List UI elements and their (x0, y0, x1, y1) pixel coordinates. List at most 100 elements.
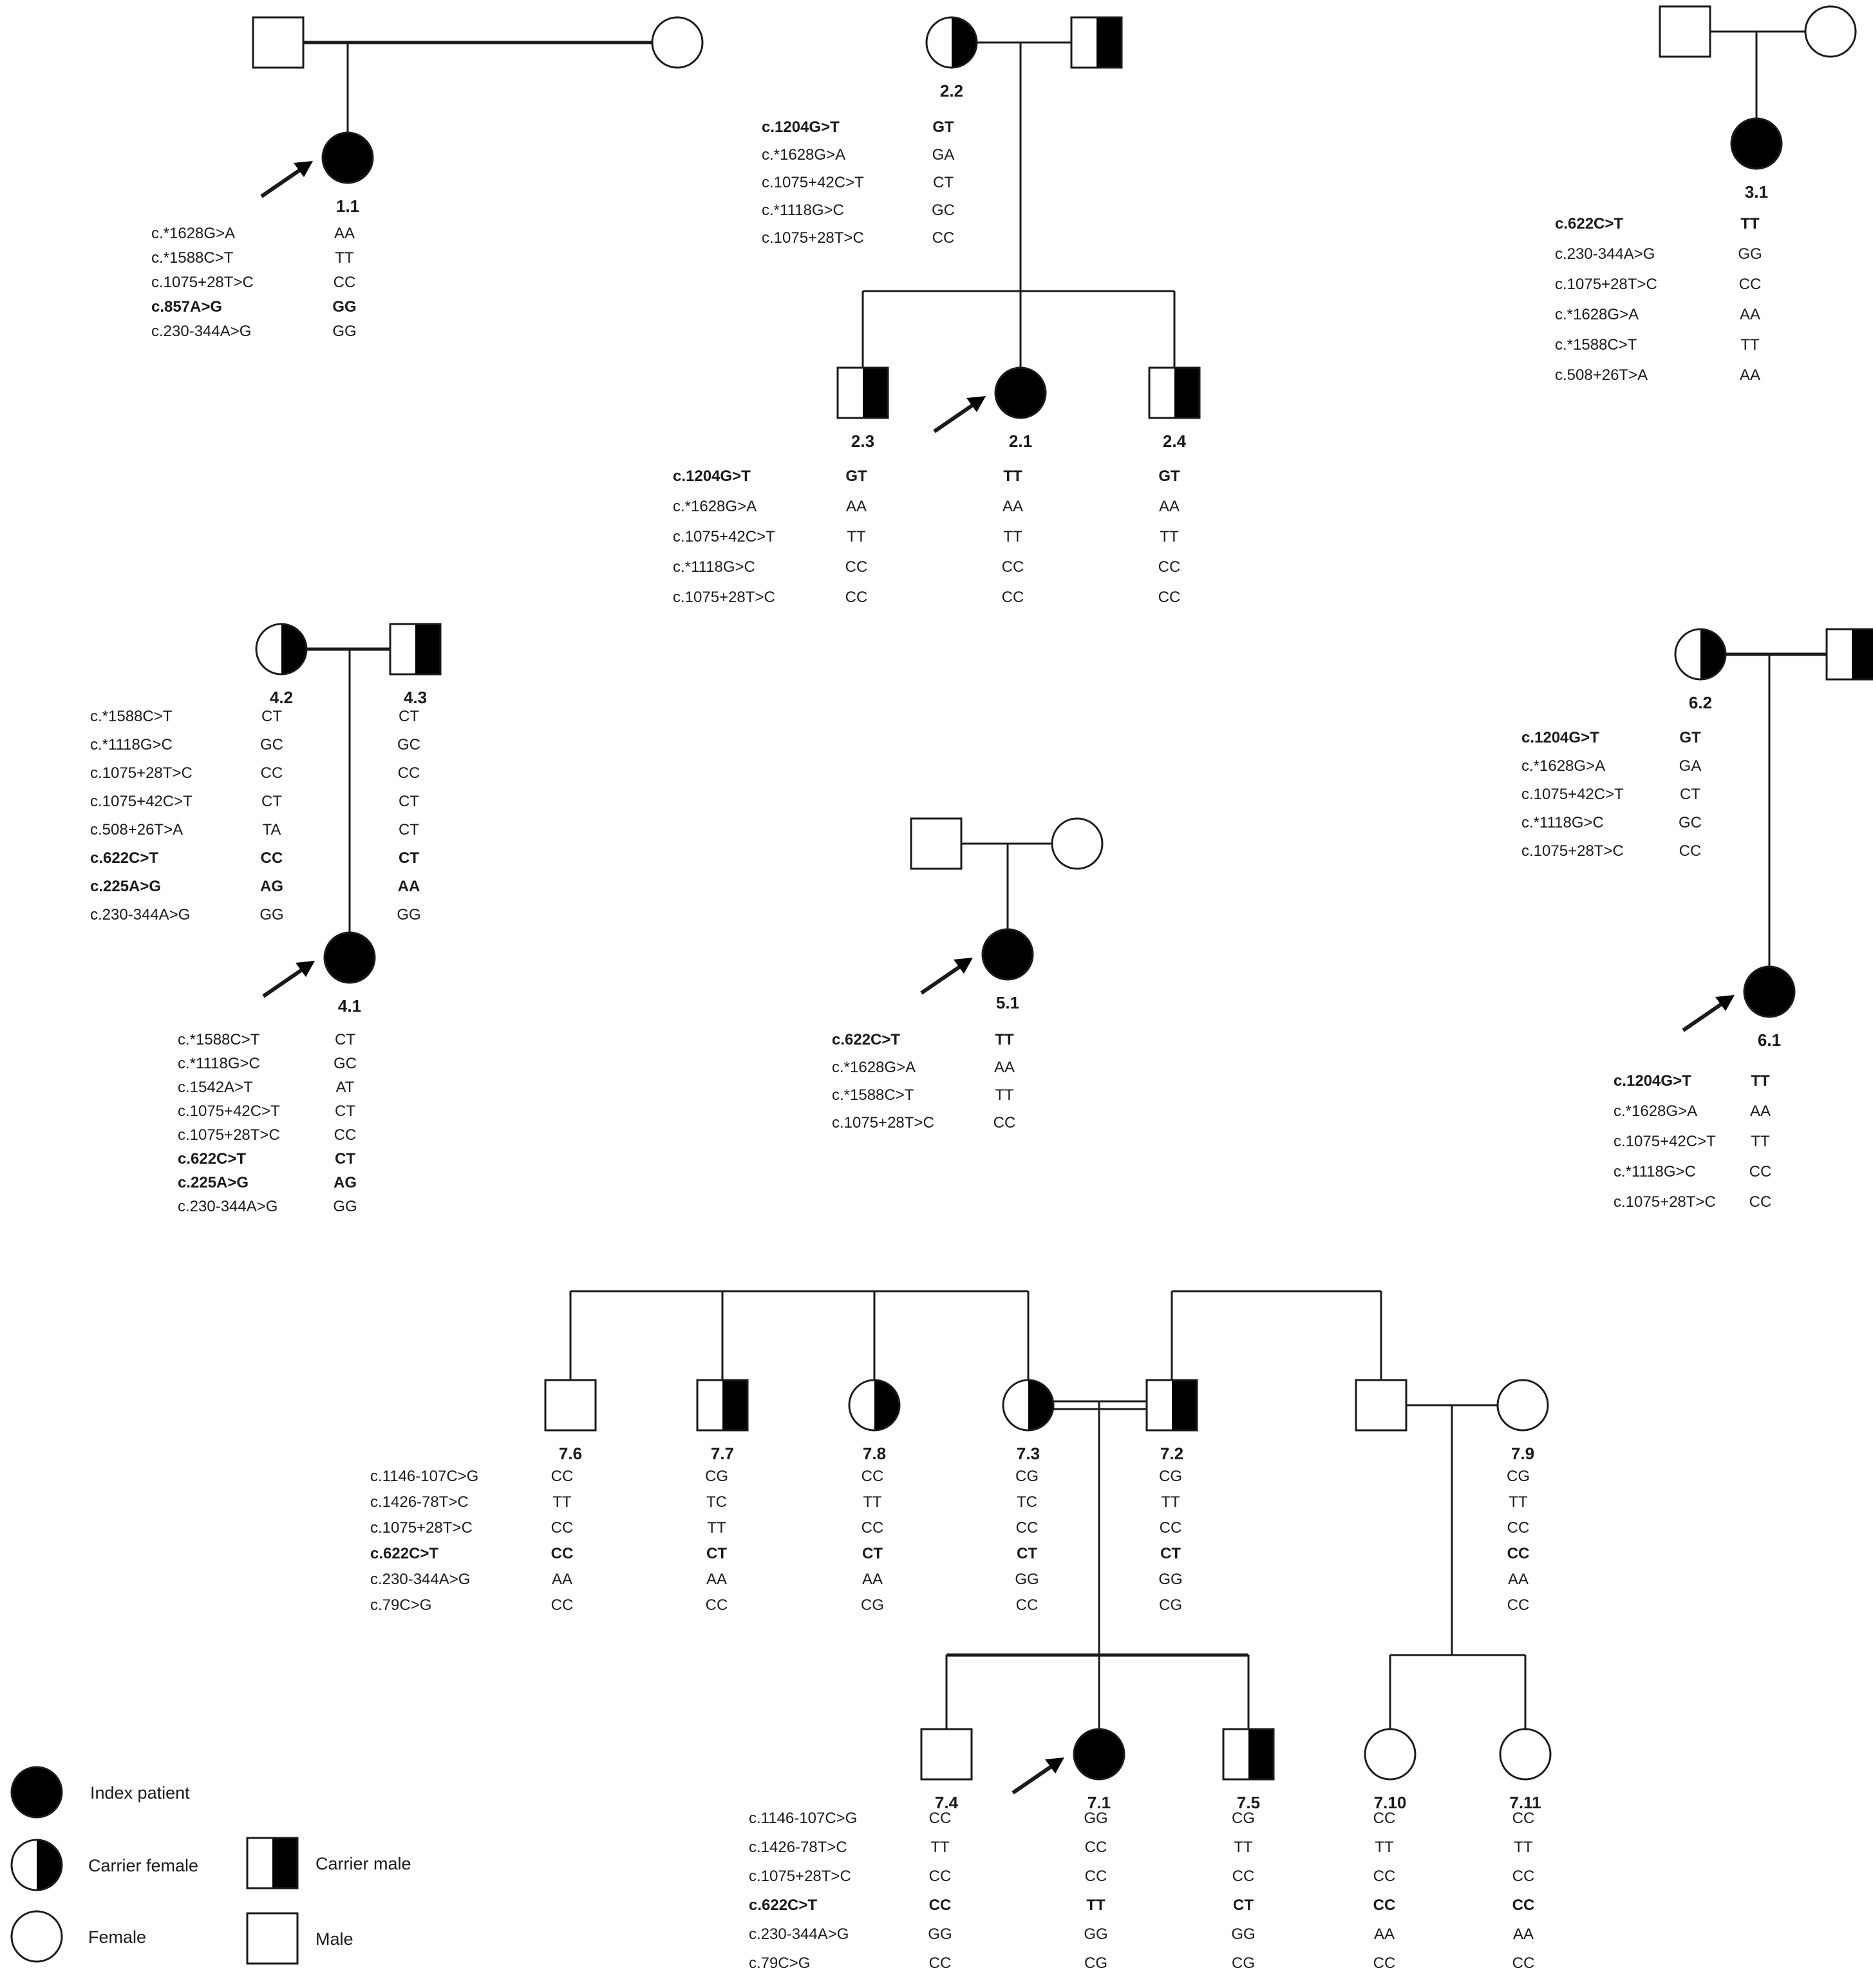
genotype-value: CC (1016, 1596, 1039, 1614)
variant-name: c.*1628G>A (673, 498, 757, 515)
genotype-value: GG (332, 323, 356, 340)
affected-female-circle (1743, 965, 1796, 1018)
variant-name: c.1075+42C>T (762, 174, 864, 191)
genotype-value: GT (845, 468, 867, 485)
affected-female-circle (1073, 1728, 1125, 1781)
legend-index-patient-symbol (10, 1766, 63, 1819)
genotype-value: TT (1740, 336, 1760, 354)
genotype-value: CC (861, 1519, 884, 1537)
variant-name: c.1426-78T>C (370, 1493, 469, 1511)
variant-name: c.1426-78T>C (749, 1839, 847, 1856)
carrier-male-half (1852, 629, 1873, 679)
member-id-m7-11: 7.11 (1509, 1793, 1541, 1812)
variant-name: c.1542A>T (178, 1079, 253, 1096)
genotype-value: CC (1232, 1868, 1255, 1885)
variant-name: c.*1118G>C (178, 1055, 260, 1072)
genotype-value: GG (1084, 1926, 1107, 1943)
proband-arrow-head (1715, 995, 1735, 1011)
genotype-value: GC (932, 202, 955, 219)
genotype-value: CC (1085, 1868, 1107, 1885)
carrier-female-outline (1674, 628, 1727, 681)
variant-name: c.508+26T>A (90, 821, 183, 838)
pedigree-symbols (252, 5, 1873, 1795)
genotype-value: CT (399, 849, 419, 867)
genotype-value: TT (930, 1839, 950, 1856)
variant-name: c.79C>G (749, 1955, 810, 1972)
member-m4-3-symbol (389, 623, 442, 676)
genotype-value: AA (994, 1059, 1015, 1076)
genotype-value: TT (863, 1493, 882, 1511)
female-circle (1051, 817, 1104, 870)
member-m6-2-symbol (1674, 628, 1727, 681)
genotype-value: GG (1015, 1571, 1039, 1588)
proband-arrow-shaft (920, 960, 968, 995)
member-id-m3-1: 3.1 (1745, 182, 1768, 202)
carrier-female-half (37, 1840, 62, 1890)
proband-arrow-head (296, 961, 315, 977)
member-m7-11-symbol (1499, 1728, 1552, 1781)
genotype-value: CC (929, 1897, 952, 1914)
genotype-value: CC (1158, 558, 1181, 576)
genotype-value: CT (1233, 1897, 1254, 1914)
proband-arrow-shaft (262, 963, 310, 998)
member-id-m4-2: 4.2 (270, 688, 293, 707)
proband-arrow-shaft (1012, 1760, 1059, 1795)
genotype-value: TT (335, 249, 354, 267)
member-m5-1-symbol (981, 928, 1034, 981)
genotype-value: CG (1232, 1955, 1255, 1972)
genotype-value: CC (1160, 1519, 1182, 1537)
genotype-value: AA (1513, 1926, 1534, 1943)
carrier-female-half (952, 17, 977, 68)
carrier-male-half (722, 1380, 748, 1430)
genotype-value: CG (1507, 1468, 1530, 1485)
genotype-value: CC (1679, 842, 1702, 860)
member-id-m2-4: 2.4 (1163, 431, 1187, 451)
parent-1-father-symbol (252, 16, 305, 69)
genotype-value: TC (706, 1493, 727, 1511)
variant-name: c.*1588C>T (151, 249, 234, 267)
member-m7-1-symbol (1073, 1728, 1125, 1781)
genotype-value: CC (706, 1596, 728, 1614)
genotype-value: TA (263, 821, 281, 838)
member-m6-2h-symbol (1825, 628, 1873, 681)
member-id-m7-9: 7.9 (1511, 1444, 1534, 1463)
variant-name: c.1204G>T (673, 468, 751, 485)
genotype-value: CG (1015, 1468, 1039, 1485)
genotype-value: CC (551, 1596, 574, 1614)
genotype-value: CC (1373, 1810, 1396, 1827)
variant-name: c.*1118G>C (1521, 814, 1604, 831)
genotype-value: CC (929, 1810, 952, 1827)
genotype-value: CC (398, 764, 420, 782)
carrier-female-outline (848, 1379, 901, 1432)
genotype-value: CC (993, 1114, 1016, 1131)
member-m2-4-symbol (1148, 366, 1201, 419)
male-square (246, 1912, 299, 1965)
member-m3-1-symbol (1730, 117, 1783, 170)
variant-name: c.*1628G>A (1521, 757, 1605, 775)
genotype-value: CC (261, 764, 283, 782)
member-m2-1-symbol (994, 366, 1047, 419)
variant-name: c.1075+42C>T (673, 528, 775, 545)
parent-1-mother-symbol (651, 16, 704, 69)
parent-3-mother-symbol (1804, 5, 1857, 58)
member-id-m5-1: 5.1 (996, 993, 1019, 1012)
genotype-value: CC (845, 558, 868, 576)
genotype-value: CG (1159, 1596, 1182, 1614)
genotype-value: GG (1158, 1571, 1182, 1588)
parent-7-9-husband-symbol (1355, 1379, 1407, 1432)
member-id-m7-3: 7.3 (1017, 1444, 1040, 1463)
member-id-m1-1: 1.1 (336, 196, 359, 216)
genotype-value: CC (1739, 276, 1762, 293)
member-id-m7-8: 7.8 (863, 1444, 886, 1463)
variant-name: c.79C>G (370, 1596, 431, 1614)
variant-name: c.230-344A>G (370, 1571, 470, 1588)
female-circle (1804, 5, 1857, 58)
variant-name: c.1075+42C>T (90, 793, 193, 810)
variant-name: c.*1118G>C (762, 202, 844, 219)
genotype-value: CC (1749, 1163, 1772, 1180)
genotype-value: CC (1373, 1868, 1396, 1885)
genotype-value: TT (1509, 1493, 1528, 1511)
variant-name: c.622C>T (370, 1545, 438, 1562)
